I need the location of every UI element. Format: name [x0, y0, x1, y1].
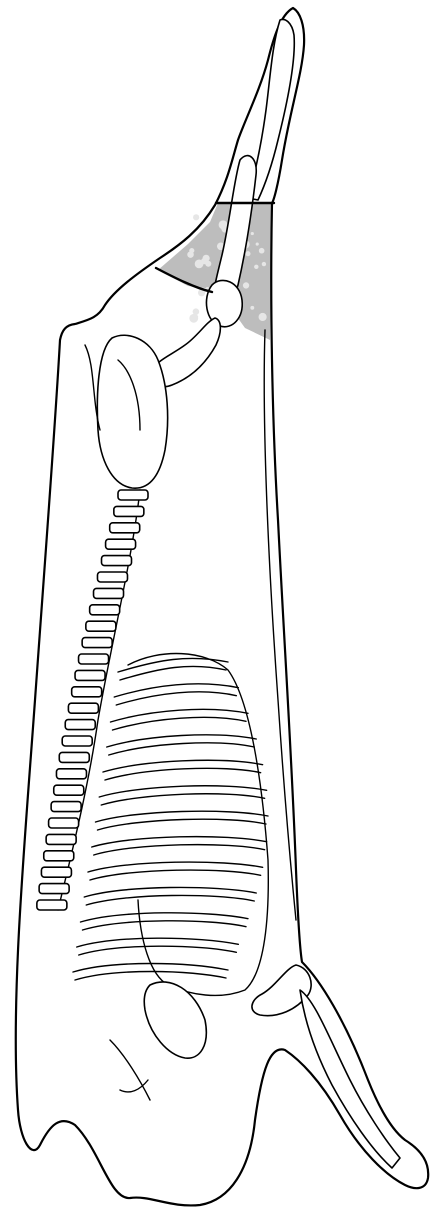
- spine-line: [58, 490, 140, 910]
- vertebra: [59, 752, 89, 762]
- vertebra: [44, 851, 74, 861]
- vertebra: [118, 490, 148, 500]
- shade-speckle: [187, 251, 194, 258]
- vertebra: [97, 572, 127, 582]
- rib-cage: [73, 658, 268, 980]
- rib-lower-edge: [113, 717, 247, 730]
- rib-lower-edge: [86, 895, 254, 905]
- rib: [111, 709, 249, 722]
- shade-speckle: [259, 248, 265, 254]
- shade-speckle: [262, 262, 266, 266]
- vertebra: [86, 621, 116, 631]
- rib: [103, 760, 263, 772]
- vertebra: [37, 900, 67, 910]
- vertebra: [102, 556, 132, 566]
- shade-speckle: [251, 232, 254, 235]
- shade-speckle: [250, 306, 254, 310]
- humerus-bone: [252, 965, 311, 1016]
- shade-speckle: [245, 251, 250, 256]
- shade-speckle: [194, 315, 198, 319]
- rib-lower-edge: [98, 819, 267, 830]
- flank-line: [264, 330, 296, 920]
- fore-leg-bones: [110, 965, 400, 1168]
- shade-speckle: [243, 282, 249, 288]
- vertebra: [54, 785, 84, 795]
- rib-lower-edge: [79, 946, 237, 955]
- rib-lower-edge: [83, 921, 247, 930]
- vertebra: [49, 818, 79, 828]
- rib: [114, 684, 238, 697]
- vertebra: [46, 834, 76, 844]
- vertebra: [68, 703, 98, 713]
- rib-lower-edge: [101, 794, 264, 805]
- carcass-outline: [16, 8, 428, 1205]
- vertebra: [90, 605, 120, 615]
- vertebra: [41, 867, 71, 877]
- vertebra: [110, 523, 140, 533]
- rib-lower-edge: [75, 972, 226, 981]
- rib-lower-edge: [116, 692, 236, 705]
- brisket-detail: [110, 1040, 150, 1100]
- shade-speckle: [259, 313, 267, 321]
- vertebra: [72, 687, 102, 697]
- vertebra: [39, 884, 69, 894]
- rib: [107, 735, 257, 747]
- rib-lower-edge: [90, 870, 261, 880]
- rib-lower-edge: [105, 768, 261, 780]
- shade-speckle: [193, 214, 199, 220]
- vertebra: [75, 670, 105, 680]
- vertebra: [56, 769, 86, 779]
- rib-lower-edge: [94, 845, 265, 855]
- vertebra: [79, 654, 109, 664]
- vertebra: [65, 720, 95, 730]
- rib-lower-edge: [120, 666, 226, 680]
- rib: [73, 964, 228, 973]
- vertebra: [106, 539, 136, 549]
- shade-speckle: [254, 265, 258, 269]
- vertebra: [94, 588, 124, 598]
- aitch-bone: [97, 335, 167, 488]
- vertebra: [82, 638, 112, 648]
- rib-cage-outline: [128, 654, 268, 996]
- shade-speckle: [203, 255, 210, 262]
- vertebra: [114, 506, 144, 516]
- vertebra: [62, 736, 92, 746]
- vertebra: [51, 802, 81, 812]
- shade-speckle: [256, 243, 259, 246]
- rib-lower-edge: [109, 743, 255, 755]
